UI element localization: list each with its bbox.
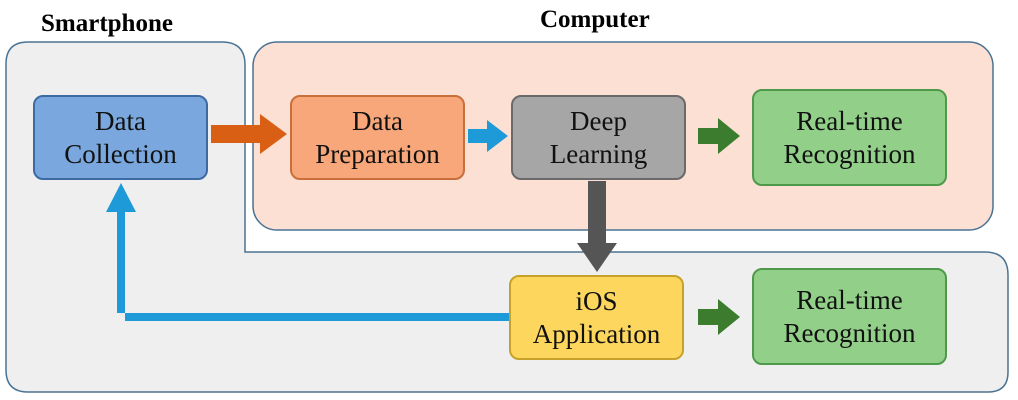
smartphone-title: Smartphone [41,10,173,37]
realtime-recognition-phone-node: Real-time Recognition [752,268,947,365]
arrow-collection-to-preparation [211,114,287,154]
data-preparation-label: Data Preparation [315,105,440,169]
arrow-deep-learning-to-recognition [698,118,740,154]
arrow-deep-learning-to-ios [577,181,617,272]
deep-learning-label: Deep Learning [549,105,648,169]
realtime-recognition-phone-label: Real-time Recognition [783,284,916,348]
data-preparation-node: Data Preparation [290,95,465,180]
data-collection-label: Data Collection [64,105,177,169]
computer-title: Computer [540,6,650,33]
data-collection-node: Data Collection [33,95,208,180]
deep-learning-node: Deep Learning [511,95,686,180]
arrow-ios-to-recognition [698,299,740,335]
realtime-recognition-computer-node: Real-time Recognition [752,89,947,186]
arrow-preparation-to-deep-learning [468,120,508,152]
realtime-recognition-computer-label: Real-time Recognition [783,105,916,169]
ios-application-node: iOS Application [509,275,684,360]
ios-application-label: iOS Application [532,285,661,349]
